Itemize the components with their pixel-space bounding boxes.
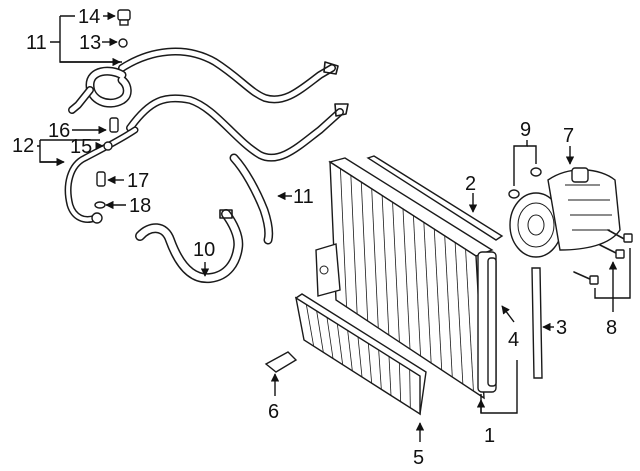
callout-10: 10 (193, 239, 215, 261)
cap-13 (118, 38, 128, 48)
leader-lines (37, 11, 631, 442)
condenser-fin-line (423, 222, 432, 364)
callout-2: 2 (465, 173, 476, 195)
deflector-slat-line (347, 330, 353, 371)
callout-1: 1 (484, 425, 495, 447)
deflector-slat-line (388, 356, 392, 396)
condenser-fin-line (340, 168, 347, 308)
caps-9 (508, 167, 542, 199)
callout-11-top: 11 (26, 32, 47, 54)
condenser-fin-line (350, 175, 358, 315)
seal-strip-2 (366, 155, 504, 241)
condenser (315, 157, 497, 400)
callout-6: 6 (268, 401, 279, 423)
bolts-8 (573, 229, 633, 285)
deflector-slat-line (326, 317, 334, 359)
seal-strip-3 (531, 267, 543, 379)
condenser-fin-line (465, 249, 474, 392)
deflector-slat-line (357, 336, 363, 378)
callout-7: 7 (563, 125, 574, 147)
o-ring-18 (94, 201, 106, 209)
hose-11-middle (229, 153, 274, 245)
deflector-slat-line (316, 310, 324, 353)
condenser-fin-line (454, 242, 464, 385)
callout-8: 8 (606, 317, 617, 339)
deflector-slat-line (367, 343, 373, 384)
air-deflector-5 (294, 293, 427, 416)
valve-15 (103, 141, 113, 151)
compressor (509, 167, 621, 258)
suction-hose-upper (118, 47, 339, 104)
callout-18: 18 (129, 195, 151, 217)
callout-14: 14 (78, 6, 100, 28)
deflector-slat-line (398, 362, 402, 402)
deflector-slat-line (378, 349, 382, 390)
discharge-hose (126, 94, 349, 162)
callout-11-middle: 11 (293, 186, 314, 208)
condenser-fin-line (433, 229, 443, 371)
callout-17: 17 (127, 170, 149, 192)
hose-10 (135, 209, 244, 284)
callout-13: 13 (79, 32, 101, 54)
hose-loop-assembly (68, 66, 132, 114)
deflector-slat-line (305, 304, 315, 347)
switch-16 (109, 117, 119, 133)
callout-16: 16 (48, 120, 70, 142)
condenser-fin-line (392, 202, 400, 343)
deflector-slat-line (409, 369, 411, 408)
cap-14 (117, 9, 131, 26)
condenser-fin-line (360, 182, 369, 322)
condenser-fin-line (371, 188, 379, 329)
sensor-17 (96, 171, 106, 187)
callout-labels: 1 2 3 4 5 6 7 8 9 10 11 11 12 13 14 15 1… (12, 6, 617, 469)
callout-4: 4 (508, 329, 519, 351)
bracket-6 (264, 351, 298, 373)
condenser-fin-line (402, 208, 411, 350)
condenser-fin-line (444, 235, 453, 378)
callout-3: 3 (556, 317, 567, 339)
condenser-fin-line (381, 195, 390, 336)
condenser-fin-line (413, 215, 421, 357)
deflector-slat-line (336, 323, 344, 365)
callout-9: 9 (520, 119, 531, 141)
callout-12: 12 (12, 135, 34, 157)
callout-5: 5 (413, 447, 424, 469)
callout-15: 15 (70, 136, 92, 158)
